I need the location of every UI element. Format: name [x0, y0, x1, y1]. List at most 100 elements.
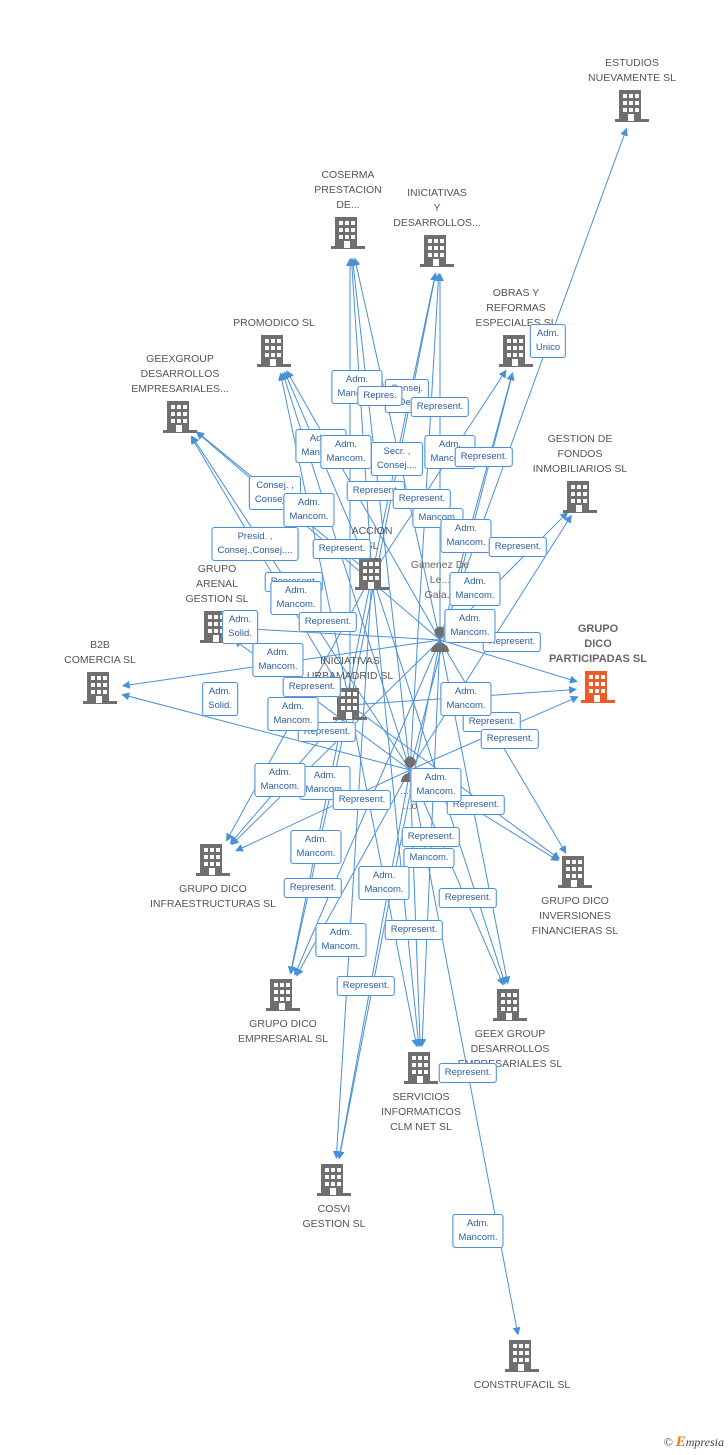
- building-icon: [562, 479, 598, 515]
- role-badge[interactable]: Adm. Mancom.: [358, 866, 410, 900]
- company-node-promodico[interactable]: PROMODICO SL: [194, 316, 354, 369]
- role-badge[interactable]: Adm. Mancom.: [410, 768, 462, 802]
- brand-initial: E: [675, 1434, 686, 1450]
- role-badge[interactable]: Adm. Mancom.: [452, 1214, 504, 1248]
- company-node-cosvi[interactable]: COSVI GESTION SL: [254, 1162, 414, 1232]
- role-badge[interactable]: Represent.: [488, 537, 548, 557]
- company-node-b2b[interactable]: B2B COMERCIA SL: [20, 638, 180, 706]
- role-badge[interactable]: Represent.: [438, 888, 498, 908]
- role-badge[interactable]: Represent.: [282, 677, 342, 697]
- role-badge[interactable]: Represent.: [332, 790, 392, 810]
- company-label: GESTION DE FONDOS INMOBILIARIOS SL: [532, 433, 628, 475]
- role-badge[interactable]: Represent.: [438, 1063, 498, 1083]
- company-node-grupo-arenal[interactable]: GRUPO ARENAL GESTION SL: [137, 562, 297, 645]
- company-node-construfacil[interactable]: CONSTRUFACIL SL: [442, 1338, 602, 1393]
- company-label: GRUPO ARENAL GESTION SL: [185, 563, 249, 605]
- company-label: SERVICIOS INFORMATICOS CLM NET SL: [381, 1091, 461, 1133]
- role-badge[interactable]: Adm. Mancom.: [315, 923, 367, 957]
- role-badge[interactable]: Adm. Mancom.: [267, 697, 319, 731]
- company-node-geexgroup-des[interactable]: GEEXGROUP DESARROLLOS EMPRESARIALES...: [100, 352, 260, 435]
- company-label: CONSTRUFACIL SL: [473, 1379, 571, 1391]
- relation-edge: [286, 370, 441, 641]
- relation-edge: [190, 436, 351, 706]
- role-badge[interactable]: Represent.: [454, 447, 514, 467]
- role-badge[interactable]: Adm. Mancom.: [283, 493, 335, 527]
- company-label: GEEX GROUP DESARROLLOS EMPRESARIALES SL: [457, 1028, 563, 1070]
- role-badge[interactable]: Adm. Mancom.: [290, 830, 342, 864]
- building-icon: [504, 1338, 540, 1374]
- company-node-servicios[interactable]: SERVICIOS INFORMATICOS CLM NET SL: [341, 1050, 501, 1135]
- role-badge[interactable]: Represent.: [462, 712, 522, 732]
- company-node-estudios[interactable]: ESTUDIOS NUEVAMENTE SL: [552, 56, 712, 124]
- company-node-iniciativas-y[interactable]: INICIATIVAS Y DESARROLLOS...: [357, 186, 517, 269]
- building-icon: [492, 987, 528, 1023]
- role-badge[interactable]: Mancom.: [403, 848, 455, 868]
- company-node-grupo-dico-infra[interactable]: GRUPO DICO INFRAESTRUCTURAS SL: [133, 842, 293, 912]
- building-icon: [256, 333, 292, 369]
- building-icon: [316, 1162, 352, 1198]
- company-node-gestion-fondos[interactable]: GESTION DE FONDOS INMOBILIARIOS SL: [500, 432, 660, 515]
- company-label: GRUPO DICO INVERSIONES FINANCIERAS SL: [531, 895, 619, 937]
- company-label: OBRAS Y REFORMAS ESPECIALES SL: [475, 287, 557, 329]
- role-badge[interactable]: Represent.: [392, 489, 452, 509]
- company-node-grupo-dico-emp[interactable]: GRUPO DICO EMPRESARIAL SL: [203, 977, 363, 1047]
- role-badge[interactable]: Represent.: [283, 878, 343, 898]
- role-badge[interactable]: Represent.: [401, 827, 461, 847]
- relation-edge: [439, 127, 628, 641]
- role-badge[interactable]: Adm. Mancom.: [444, 609, 496, 643]
- role-badge[interactable]: Represent.: [410, 397, 470, 417]
- company-node-obras[interactable]: OBRAS Y REFORMAS ESPECIALES SL: [436, 286, 596, 369]
- role-badge[interactable]: Adm. Mancom.: [449, 572, 501, 606]
- role-badge[interactable]: Repres.: [357, 386, 403, 406]
- role-badge[interactable]: Adm. Mancom.: [440, 519, 492, 553]
- relation-edge: [235, 769, 411, 852]
- role-badge[interactable]: Presid. , Consej.,Consej....: [211, 527, 299, 561]
- brand-footer: © Empresia: [664, 1434, 724, 1451]
- person-node-p1[interactable]: [430, 626, 450, 657]
- role-badge[interactable]: Adm. Mancom.: [320, 435, 372, 469]
- company-label: ESTUDIOS NUEVAMENTE SL: [588, 57, 676, 84]
- relation-edge: [230, 639, 441, 846]
- company-node-grupo-dico-part[interactable]: GRUPO DICO PARTICIPADAS SL: [518, 622, 678, 705]
- brand-name: mpresia: [685, 1435, 724, 1449]
- role-badge[interactable]: Represent.: [480, 729, 540, 749]
- company-label: COSERMA PRESTACION DE...: [314, 169, 382, 211]
- building-icon: [614, 88, 650, 124]
- company-label: COSVI GESTION SL: [302, 1203, 366, 1230]
- relation-edge: [409, 769, 424, 1048]
- building-icon: [195, 842, 231, 878]
- role-badge[interactable]: Represent.: [312, 539, 372, 559]
- company-label: B2B COMERCIA SL: [64, 639, 136, 666]
- role-badge[interactable]: Represent.: [384, 920, 444, 940]
- company-label: GEEXGROUP DESARROLLOS EMPRESARIALES...: [131, 353, 229, 395]
- role-badge[interactable]: Adm. Solid.: [202, 682, 238, 716]
- role-badge[interactable]: Adm. Solid.: [222, 610, 258, 644]
- relation-edge: [371, 574, 423, 1048]
- relation-edge: [439, 639, 578, 684]
- building-icon: [162, 399, 198, 435]
- relation-edge: [409, 769, 505, 986]
- person-label: Gimenez De Le... Gala...: [410, 559, 470, 601]
- company-node-coserma[interactable]: COSERMA PRESTACION DE...: [268, 168, 428, 251]
- building-icon: [265, 977, 301, 1013]
- company-node-geex-group-des[interactable]: GEEX GROUP DESARROLLOS EMPRESARIALES SL: [430, 987, 590, 1072]
- role-badge[interactable]: Adm. Mancom.: [254, 763, 306, 797]
- company-node-grupo-dico-inv[interactable]: GRUPO DICO INVERSIONES FINANCIERAS SL: [495, 854, 655, 939]
- company-label: GRUPO DICO PARTICIPADAS SL: [549, 623, 647, 665]
- company-label: PROMODICO SL: [233, 317, 315, 329]
- role-badge[interactable]: Secr. , Consej....: [370, 442, 424, 476]
- role-badge[interactable]: Adm. Mancom.: [440, 682, 492, 716]
- relation-edge: [371, 369, 507, 576]
- role-badge[interactable]: Adm. Mancom.: [252, 643, 304, 677]
- role-badge[interactable]: Adm. Unico: [529, 324, 567, 358]
- role-badge[interactable]: Represent.: [446, 795, 506, 815]
- building-icon: [419, 233, 455, 269]
- role-badge[interactable]: Adm. Mancom.: [270, 581, 322, 615]
- person-icon: [431, 626, 449, 652]
- relation-edge: [195, 431, 441, 641]
- role-badge[interactable]: Represent.: [336, 976, 396, 996]
- company-label: GRUPO DICO EMPRESARIAL SL: [237, 1018, 329, 1045]
- relation-edge: [347, 257, 373, 576]
- role-badge[interactable]: Represent.: [298, 612, 358, 632]
- relation-edge: [371, 272, 438, 576]
